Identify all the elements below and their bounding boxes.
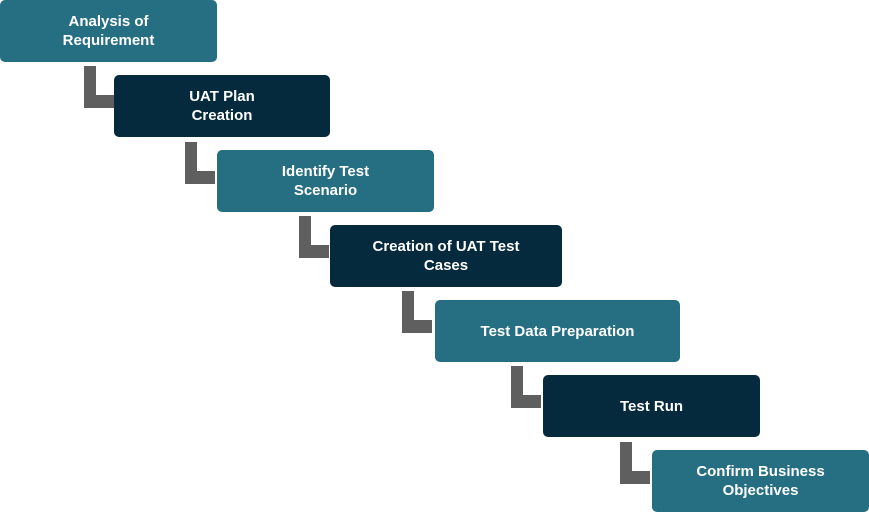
step-connector-icon <box>402 291 432 333</box>
step-uat-plan-creation: UAT Plan Creation <box>114 75 330 137</box>
step-identify-test-scenario: Identify Test Scenario <box>217 150 434 212</box>
step-label: Identify Test Scenario <box>281 163 370 199</box>
step-label: Confirm Business Objectives <box>696 463 825 499</box>
step-connector-icon <box>299 216 329 258</box>
step-test-run: Test Run <box>543 375 760 437</box>
step-label: Test Run <box>619 397 684 415</box>
step-connector-icon <box>511 366 541 408</box>
step-creation-of-uat-test-cases: Creation of UAT Test Cases <box>330 225 562 287</box>
step-label: Analysis of Requirement <box>62 13 155 49</box>
step-label: Creation of UAT Test Cases <box>372 238 520 274</box>
step-connector-icon <box>84 66 114 108</box>
step-confirm-business-objectives: Confirm Business Objectives <box>652 450 869 512</box>
step-test-data-preparation: Test Data Preparation <box>435 300 680 362</box>
step-label: UAT Plan Creation <box>189 88 255 124</box>
step-analysis-of-requirement: Analysis of Requirement <box>0 0 217 62</box>
step-connector-icon <box>185 142 215 184</box>
step-label: Test Data Preparation <box>480 322 635 340</box>
step-connector-icon <box>620 442 650 484</box>
